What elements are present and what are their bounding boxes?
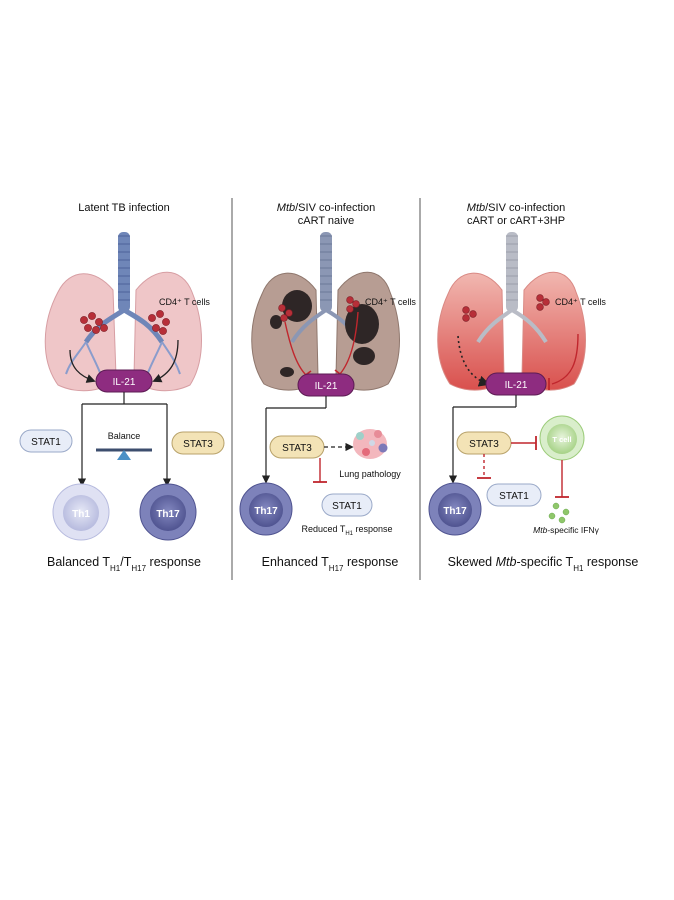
svg-text:Balance: Balance: [108, 431, 141, 441]
panel3-th17-cell: Th17: [428, 482, 482, 536]
panel3-stat3-node: STAT3: [456, 431, 512, 455]
panel2-reduced-th1: Reduced TH1 response: [301, 524, 392, 537]
panel2-lung-pathology-label: Lung pathology: [339, 469, 401, 479]
panel2-th17-cell: Th17: [239, 482, 293, 536]
panel1-cd4-label: CD4⁺ T cells: [159, 297, 210, 307]
panel1-th17-cell: Th17: [139, 483, 197, 541]
svg-text:IL-21: IL-21: [505, 380, 528, 391]
svg-text:IL-21: IL-21: [113, 377, 136, 388]
panel3-caption: Skewed Mtb-specific TH1 response: [448, 555, 639, 573]
svg-text:STAT1: STAT1: [332, 501, 362, 512]
panel1-il21-node: IL-21: [95, 369, 153, 393]
panel1-th1-cell: Th1: [52, 483, 110, 541]
panel2-il21-node: IL-21: [297, 373, 355, 397]
svg-text:Th17: Th17: [443, 506, 467, 517]
panel1-balance-scale: Balance: [96, 431, 152, 460]
panel2-title-line1: Mtb/SIV co-infection: [277, 202, 375, 214]
panel-cart-naive: Mtb/SIV co-infection cART naive CD4⁺ T c…: [239, 202, 416, 573]
panel3-lungs: [437, 232, 586, 391]
svg-text:STAT1: STAT1: [499, 491, 529, 502]
svg-text:STAT3: STAT3: [183, 439, 213, 450]
panel1-stat3-node: STAT3: [171, 431, 225, 455]
panel3-tcell: T cell: [539, 415, 585, 461]
panel1-stat1-node: STAT1: [19, 429, 73, 453]
panel-latent-tb: Latent TB infection CD4⁺ T cells IL-21: [19, 202, 225, 573]
panel2-lung-pathology-cluster: [353, 429, 388, 459]
svg-text:STAT1: STAT1: [31, 437, 61, 448]
svg-text:STAT3: STAT3: [469, 439, 499, 450]
panel3-title-line1: Mtb/SIV co-infection: [467, 202, 565, 214]
panel3-stat1-node: STAT1: [486, 483, 542, 507]
panel1-caption: Balanced TH1/TH17 response: [47, 555, 201, 573]
panel3-ifn-dots: [548, 502, 570, 524]
svg-text:IL-21: IL-21: [315, 381, 338, 392]
panel2-stat1-node: STAT1: [321, 493, 373, 517]
panel2-caption: Enhanced TH17 response: [262, 555, 399, 573]
panel-cart-3hp: Mtb/SIV co-infection cART or cART+3HP CD…: [428, 202, 639, 573]
svg-text:Th17: Th17: [254, 506, 278, 517]
panel1-lungs: [44, 232, 202, 392]
panel2-cd4-label: CD4⁺ T cells: [365, 297, 416, 307]
panel2-stat3-node: STAT3: [269, 435, 325, 459]
panel2-title-line2: cART naive: [298, 215, 354, 227]
panel1-title: Latent TB infection: [78, 202, 170, 214]
svg-text:Th1: Th1: [72, 509, 90, 520]
svg-text:Th17: Th17: [156, 509, 180, 520]
svg-text:T cell: T cell: [552, 435, 571, 444]
panel3-il21-node: IL-21: [485, 372, 547, 396]
panel3-ifn-label: Mtb-specific IFNγ: [533, 525, 599, 535]
panel3-cd4-label: CD4⁺ T cells: [555, 297, 606, 307]
svg-text:STAT3: STAT3: [282, 443, 312, 454]
panel3-title-line2: cART or cART+3HP: [467, 215, 565, 227]
panel2-lungs: [251, 232, 400, 391]
